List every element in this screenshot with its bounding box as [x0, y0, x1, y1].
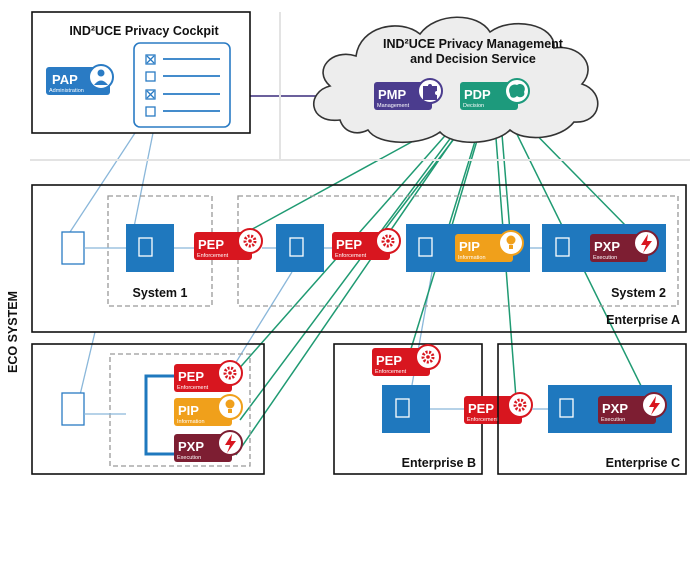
- gear-icon: [415, 344, 441, 370]
- decision-service-cloud: IND²UCE Privacy Management and Decision …: [313, 16, 599, 144]
- pap-badge[interactable]: PAP Administration: [46, 64, 114, 95]
- pmp-badge[interactable]: PMP Management: [374, 78, 443, 110]
- lightning-icon: [217, 430, 243, 456]
- checkbox-icon[interactable]: [145, 54, 156, 65]
- system-2-label: System 2: [611, 286, 666, 300]
- bulb-icon: [217, 394, 243, 420]
- eco-partner: PEP Enforcement PIP Information PXP Exec…: [31, 343, 265, 475]
- pxp-sub-label: Execution: [593, 255, 617, 261]
- pep-main-label: PEP: [468, 401, 494, 416]
- pep-main-label: PEP: [178, 369, 204, 384]
- pep-badge-b2[interactable]: PEP Enforcement: [464, 392, 533, 424]
- cockpit-link-1: [69, 132, 136, 233]
- user-icon: [88, 64, 114, 90]
- pep-main-label: PEP: [336, 237, 362, 252]
- system-1-label: System 1: [133, 286, 188, 300]
- pap-main-label: PAP: [52, 72, 78, 87]
- pep-main-label: PEP: [198, 237, 224, 252]
- cockpit-link-3: [79, 331, 96, 396]
- brain-icon: [504, 78, 530, 104]
- client-node-a[interactable]: [61, 231, 85, 265]
- bulb-icon: [498, 230, 524, 256]
- lightning-icon: [641, 392, 667, 418]
- eco-partner-frame: [31, 343, 265, 475]
- cloud-shape: [313, 16, 599, 144]
- pep-sub-label: Enforcement: [197, 253, 229, 259]
- pdp-link-e2: [239, 111, 471, 421]
- pxp-main-label: PXP: [602, 401, 628, 416]
- checkbox-icon[interactable]: [145, 89, 156, 100]
- gear-icon: [217, 360, 243, 386]
- pep-sub-label: Enforcement: [467, 417, 499, 423]
- pmp-main-label: PMP: [378, 87, 407, 102]
- enterprise-c-label: Enterprise C: [606, 456, 680, 470]
- pep-badge-a2[interactable]: PEP Enforcement: [332, 228, 401, 260]
- pxp-main-label: PXP: [178, 439, 204, 454]
- pep-sub-label: Enforcement: [335, 253, 367, 259]
- pep-badge-eco[interactable]: PEP Enforcement: [174, 360, 243, 392]
- system-1-frame: [107, 195, 213, 307]
- enterprise-b-label: Enterprise B: [402, 456, 476, 470]
- cloud-title-line1: IND²UCE Privacy Management: [383, 37, 564, 51]
- pip-main-label: PIP: [178, 403, 199, 418]
- pep-main-label: PEP: [376, 353, 402, 368]
- pep-sub-label: Enforcement: [375, 369, 407, 375]
- pxp-main-label: PXP: [594, 239, 620, 254]
- system-1-node[interactable]: [126, 224, 174, 272]
- lightning-icon: [633, 230, 659, 256]
- pep-sub-label: Enforcement: [177, 385, 209, 391]
- system-2-node[interactable]: [276, 224, 324, 272]
- pxp-sub-label: Execution: [601, 417, 625, 423]
- pip-main-label: PIP: [459, 239, 480, 254]
- pxp-sub-label: Execution: [177, 455, 201, 461]
- gear-icon: [375, 228, 401, 254]
- pip-badge-eco[interactable]: PIP Information: [174, 394, 243, 426]
- pep-badge-a1[interactable]: PEP Enforcement: [194, 228, 263, 260]
- eco-partner-system-frame: [109, 353, 251, 467]
- enterprise-b: Enterprise B PEP Enforcement: [333, 343, 483, 475]
- enterprise-b-node[interactable]: [382, 385, 430, 433]
- sys2-eco-link: [229, 271, 293, 373]
- privacy-cockpit: IND²UCE Privacy Cockpit PAP Administrati…: [31, 11, 251, 134]
- enterprise-a-frame: [31, 184, 687, 333]
- pip-sub-label: Information: [458, 255, 486, 261]
- checkbox-icon[interactable]: [145, 106, 156, 117]
- pip-sub-label: Information: [177, 419, 205, 425]
- pmp-sub-label: Management: [377, 103, 410, 109]
- pap-sub-label: Administration: [49, 88, 84, 94]
- cockpit-link-2: [132, 132, 154, 233]
- enterprise-c: Enterprise C PXP Execution: [497, 343, 687, 475]
- checklist: [133, 42, 231, 128]
- enterprise-a: System 1 System 2 Enterprise A PEP Enfor…: [31, 184, 687, 333]
- pdp-main-label: PDP: [464, 87, 491, 102]
- checkbox-icon[interactable]: [145, 71, 156, 82]
- puzzle-icon: [417, 78, 443, 104]
- enterprise-c-frame: [497, 343, 687, 475]
- cloud-title-line2: and Decision Service: [410, 52, 536, 66]
- pdp-link-e3: [235, 111, 473, 456]
- pxp-badge-a[interactable]: PXP Execution: [590, 230, 659, 262]
- gear-icon: [507, 392, 533, 418]
- gear-icon: [237, 228, 263, 254]
- enterprise-a-label: Enterprise A: [606, 313, 680, 327]
- cockpit-title: IND²UCE Privacy Cockpit: [69, 24, 219, 38]
- pdp-badge[interactable]: PDP Decision: [460, 78, 530, 110]
- eco-system-label: ECO SYSTEM: [6, 291, 20, 373]
- pep-badge-b1[interactable]: PEP Enforcement: [372, 344, 441, 376]
- pip-badge-a[interactable]: PIP Information: [455, 230, 524, 262]
- pxp-badge-c[interactable]: PXP Execution: [598, 392, 667, 424]
- pdp-sub-label: Decision: [463, 103, 484, 109]
- eco-bracket: [144, 374, 176, 456]
- pxp-badge-eco[interactable]: PXP Execution: [174, 430, 243, 462]
- client-node-eco[interactable]: [61, 392, 85, 426]
